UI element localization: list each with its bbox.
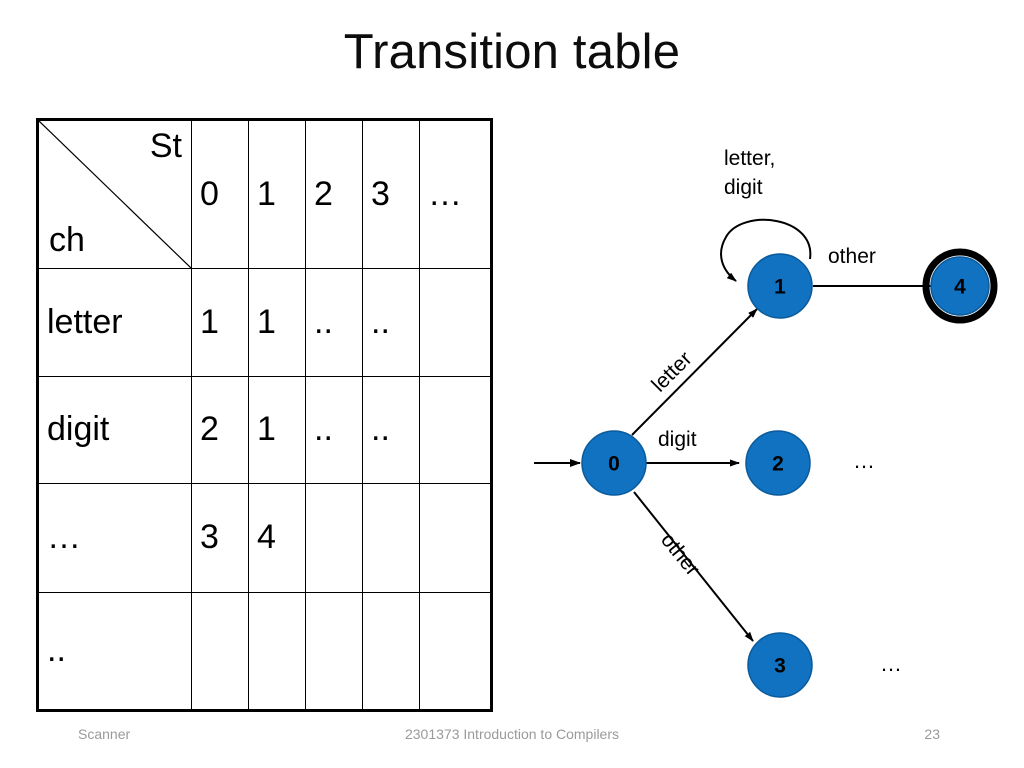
edge-label-other-right: other — [828, 245, 876, 268]
edge-1-self-loop — [720, 218, 812, 282]
cell-digit-2: .. — [305, 376, 363, 484]
page-title: Transition table — [343, 25, 681, 79]
table-row: .. — [37, 592, 492, 711]
cell-digit-more — [419, 376, 492, 484]
cell-letter-0: 1 — [191, 268, 249, 377]
cell-digit-1: 1 — [248, 376, 306, 484]
edge-label-letter-digit-line2: digit — [724, 176, 763, 199]
cell-dots-2 — [305, 592, 363, 711]
cell-letter-3: .. — [362, 268, 420, 377]
cell-ellipsis-2 — [305, 483, 363, 593]
table-corner-cell: St ch — [37, 119, 192, 269]
cell-letter-more — [419, 268, 492, 377]
cell-dots-3 — [362, 592, 420, 711]
edge-label-digit: digit — [658, 428, 697, 451]
state-node-2[interactable] — [745, 430, 811, 496]
slide-footer: Scanner 2301373 Introduction to Compiler… — [0, 726, 1024, 746]
diagram-ellipsis-near-3: … — [880, 651, 903, 676]
column-header-more: … — [419, 119, 492, 269]
footer-section-label: Scanner — [78, 726, 131, 742]
edge-label-other-down: other — [656, 529, 704, 581]
cell-dots-0 — [191, 592, 249, 711]
table-header-row: St ch 0 1 2 3 … — [37, 119, 492, 269]
cell-ellipsis-more — [419, 483, 492, 593]
state-node-0[interactable] — [581, 430, 647, 496]
state-node-2-label: 2 — [772, 453, 784, 476]
cell-ellipsis-1: 4 — [248, 483, 306, 593]
edge-label-letter: letter — [647, 347, 696, 396]
edge-0-to-3 — [633, 491, 754, 642]
table-row: … 3 4 — [37, 483, 492, 593]
edge-0-to-1 — [631, 308, 758, 436]
row-label-digit: digit — [37, 376, 192, 484]
table-row: letter 1 1 .. .. — [37, 268, 492, 377]
state-node-1[interactable] — [747, 253, 813, 319]
state-node-3-label: 3 — [774, 655, 786, 678]
cell-digit-0: 2 — [191, 376, 249, 484]
corner-state-label: St — [149, 127, 182, 165]
corner-char-label: ch — [49, 220, 85, 259]
column-header-1: 1 — [248, 119, 306, 269]
state-node-0-label: 0 — [608, 453, 620, 476]
corner-diagonal-line — [39, 121, 191, 268]
row-label-ellipsis: … — [37, 483, 192, 593]
transition-table: St ch 0 1 2 3 … letter 1 1 .. .. digit 2… — [36, 118, 493, 712]
column-header-2: 2 — [305, 119, 363, 269]
cell-letter-1: 1 — [248, 268, 306, 377]
column-header-3: 3 — [362, 119, 420, 269]
cell-digit-3: .. — [362, 376, 420, 484]
state-node-4-label: 4 — [954, 276, 966, 299]
state-node-1-label: 1 — [774, 276, 786, 299]
footer-page-number: 23 — [924, 726, 940, 742]
row-label-letter: letter — [37, 268, 192, 377]
state-node-4-accept-ring — [922, 248, 998, 324]
row-label-dots: .. — [37, 592, 192, 711]
cell-dots-more — [419, 592, 492, 711]
state-transition-diagram: letter digit other letter, digit other 0… — [510, 120, 1024, 710]
column-header-0: 0 — [191, 119, 249, 269]
state-node-4[interactable] — [930, 256, 990, 316]
cell-ellipsis-3 — [362, 483, 420, 593]
state-node-3[interactable] — [747, 632, 813, 698]
table-row: digit 2 1 .. .. — [37, 376, 492, 484]
cell-ellipsis-0: 3 — [191, 483, 249, 593]
diagram-ellipsis-near-2: … — [853, 448, 876, 473]
cell-letter-2: .. — [305, 268, 363, 377]
footer-course-title: 2301373 Introduction to Compilers — [404, 726, 620, 742]
edge-label-letter-digit-line1: letter, — [724, 147, 775, 170]
cell-dots-1 — [248, 592, 306, 711]
